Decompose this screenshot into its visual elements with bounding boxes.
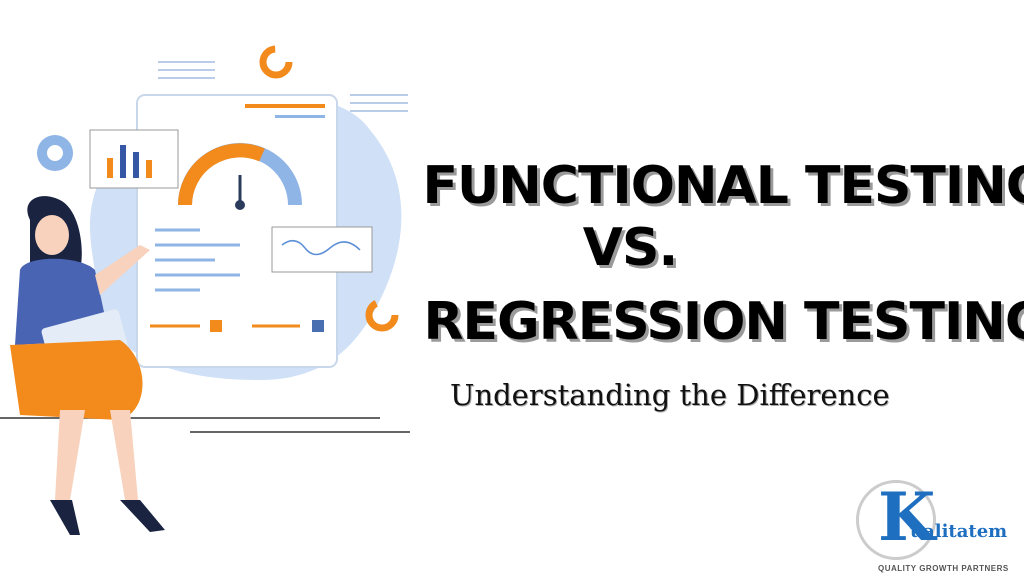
woman-figure xyxy=(10,196,165,535)
title-line-1: FUNCTIONAL TESTING xyxy=(422,156,1024,216)
qualitatem-logo: K ualitatem QUALITY GROWTH PARTNERS xyxy=(850,478,1020,574)
subtitle: Understanding the Difference xyxy=(450,378,890,412)
logo-word: ualitatem xyxy=(910,521,1008,542)
logo-letter: K xyxy=(878,478,936,556)
logo-ring xyxy=(856,480,936,560)
logo-tagline: QUALITY GROWTH PARTNERS xyxy=(878,564,1009,573)
title-line-2: VS. xyxy=(582,218,678,278)
title-line-3: REGRESSION TESTING xyxy=(423,292,1024,352)
line-chart-card xyxy=(271,226,373,273)
testing-illustration xyxy=(0,45,410,535)
donut-icon-top xyxy=(259,45,293,79)
gear-icon xyxy=(37,135,73,171)
donut-icon-right xyxy=(365,298,399,332)
